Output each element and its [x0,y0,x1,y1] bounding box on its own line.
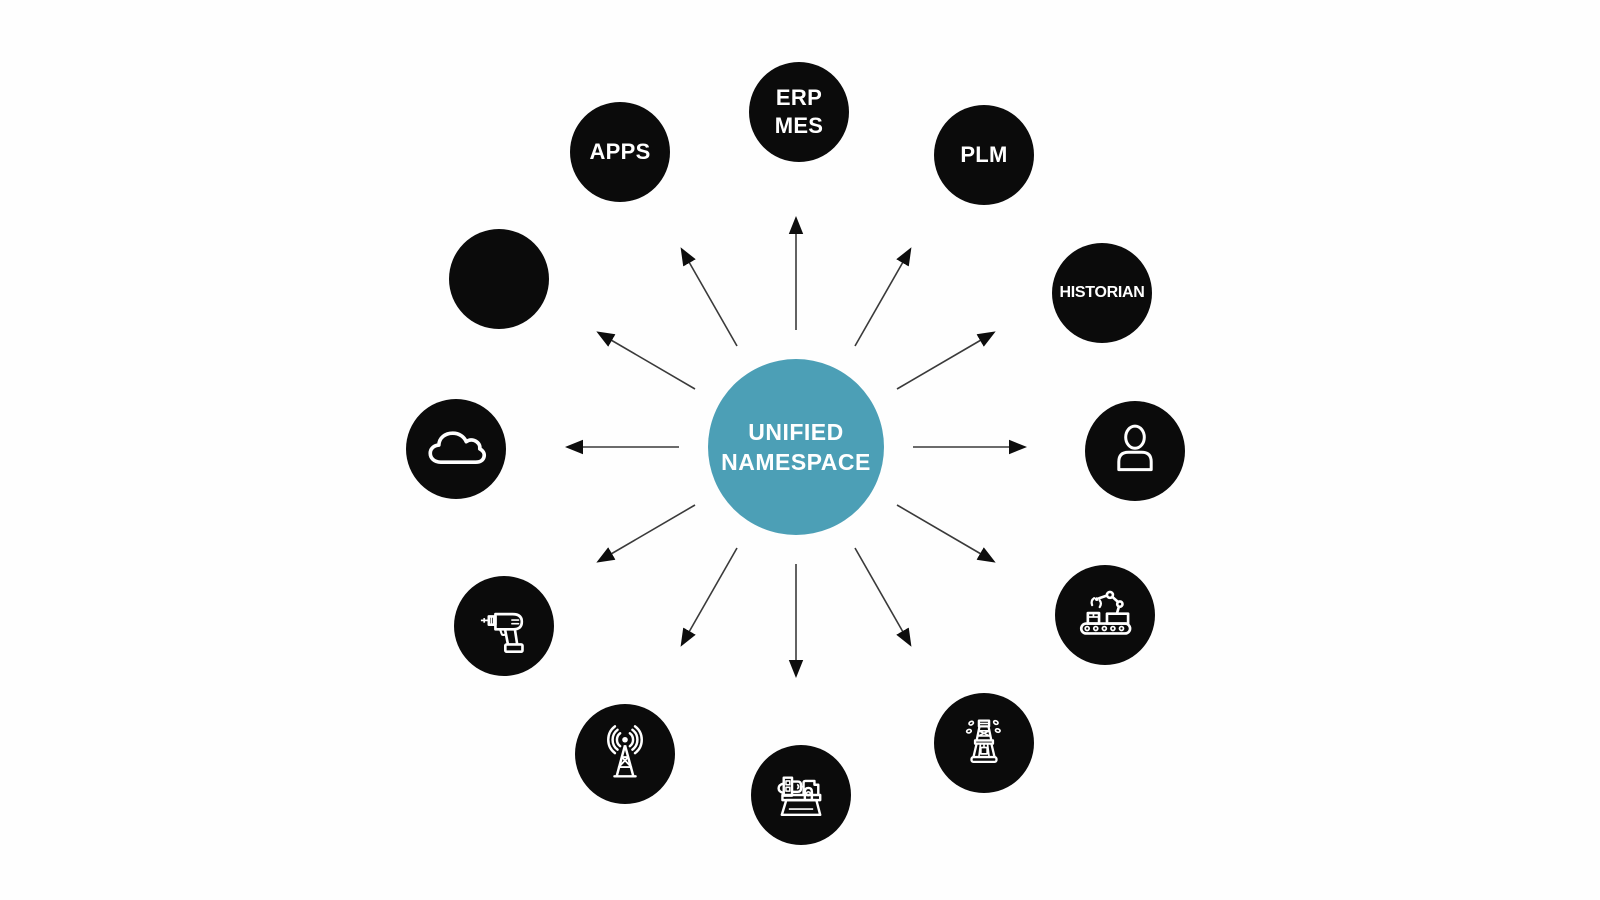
node-drill [454,576,554,676]
hub-label-line-2: NAMESPACE [721,449,871,475]
radio-tower-icon [607,725,643,778]
node-plm-label: PLM [960,142,1008,167]
node-historian: HISTORIAN [1052,243,1152,343]
node-robot-arm [1055,565,1155,665]
cloud-icon [428,431,487,465]
person-icon [1117,424,1153,472]
node-plm: PLM [934,105,1034,205]
power-drill-icon [480,612,524,654]
arrow-to-radio-tower [680,547,738,647]
node-lathe [751,745,851,845]
lathe-machine-icon [777,776,822,817]
arrow-to-blank [596,331,696,390]
node-cloud [406,399,506,499]
node-person [1085,401,1185,501]
arrow-to-historian [896,331,996,390]
arrow-to-robot-arm [896,504,996,563]
node-erp-mes-label-1: ERP [775,85,823,110]
hub-label-line-1: UNIFIED [748,419,844,445]
node-apps: APPS [570,102,670,202]
robot-arm-conveyor-icon [1079,590,1132,635]
node-historian-label: HISTORIAN [1059,284,1145,301]
oil-rig-icon [965,719,1001,764]
arrow-to-oil-rig [854,547,912,647]
arrow-to-drill [596,504,696,563]
hub-unified-namespace: UNIFIED NAMESPACE [708,359,884,535]
node-oil-rig [934,693,1034,793]
arrow-to-apps [680,247,738,347]
node-blank [449,229,549,329]
node-radio-tower [575,704,675,804]
node-erp-mes-label-2: MES [774,113,824,138]
arrow-to-plm [854,247,912,347]
node-erp-mes: ERP MES [749,62,849,162]
node-apps-label: APPS [589,139,651,164]
